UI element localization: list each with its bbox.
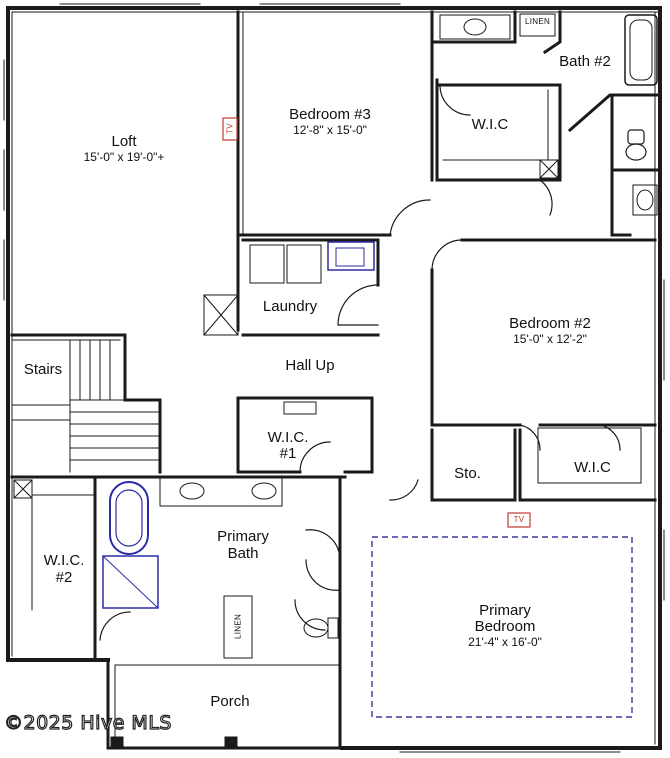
primary-bedroom-dims: 21'-4" x 16'-0" <box>468 635 542 649</box>
wic-right-label: W.I.C <box>574 459 611 476</box>
door-swings <box>99 84 621 641</box>
porch-label: Porch <box>210 693 250 710</box>
stairs-label: Stairs <box>23 361 63 378</box>
wic-top-label: W.I.C <box>471 116 509 133</box>
wic1-label-line2: #1 <box>279 445 297 462</box>
sto-label: Sto. <box>454 465 481 482</box>
tv-label-primary-bedroom: TV <box>513 515 525 524</box>
loft-dims: 15'-0" x 19'-0"+ <box>83 150 165 164</box>
exterior-walls <box>6 6 662 750</box>
window-marks <box>3 3 665 753</box>
primary-bedroom-outline <box>371 536 633 718</box>
tv-label-loft: TV <box>225 123 235 134</box>
interior-walls <box>10 10 662 750</box>
laundry-label: Laundry <box>262 298 318 315</box>
primary-bedroom-label-line1: Primary <box>479 602 531 619</box>
bedroom2-label: Bedroom #2 <box>509 315 591 332</box>
primary-bedroom-label-line2: Bedroom <box>474 618 536 635</box>
bath-fixtures-blue <box>102 241 375 609</box>
tv-markers <box>222 117 531 528</box>
loft-label: Loft <box>111 133 137 150</box>
bedroom3-label: Bedroom #3 <box>289 106 371 123</box>
linen-top-label: LINEN <box>524 17 551 26</box>
wic2-label-line2: #2 <box>55 569 73 586</box>
primary-bath-label-line2: Bath <box>227 545 259 562</box>
watermark: ©2025 Hive MLS <box>3 711 172 734</box>
hall-label: Hall Up <box>285 357 335 374</box>
bedroom3-dims: 12'-8" x 15'-0" <box>293 123 367 137</box>
bedroom2-dims: 15'-0" x 12'-2" <box>513 332 587 346</box>
wic2-label-line1: W.I.C. <box>43 552 85 569</box>
bath2-label: Bath #2 <box>559 53 611 70</box>
primary-bath-label-line1: Primary <box>217 528 269 545</box>
wic1-label-line1: W.I.C. <box>267 429 309 446</box>
linen-bath-label: LINEN <box>233 613 243 640</box>
